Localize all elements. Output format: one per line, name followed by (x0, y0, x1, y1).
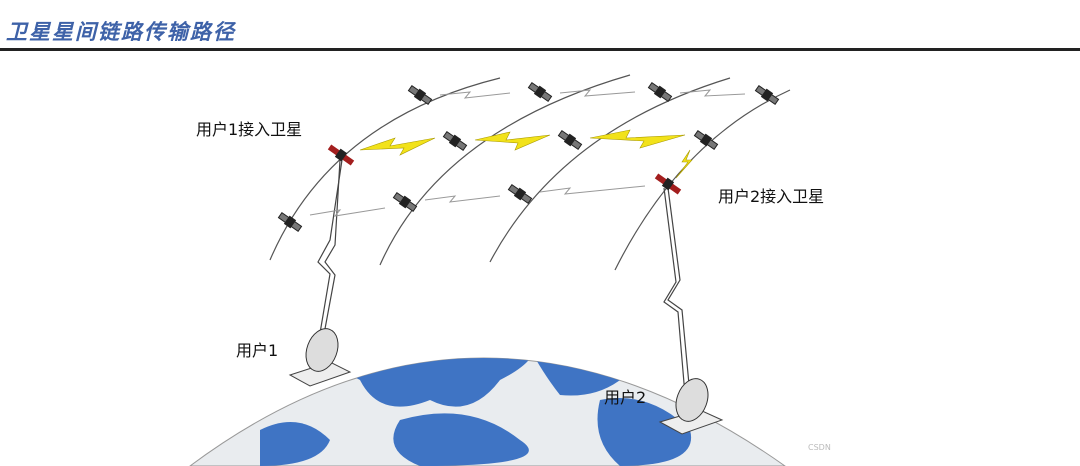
watermark: CSDN (808, 443, 831, 452)
label-user1: 用户1 (236, 341, 279, 360)
diagram-title: 卫星星间链路传输路径 (6, 19, 236, 44)
orbits (269, 74, 791, 271)
label-user1-access-satellite: 用户1接入卫星 (196, 120, 303, 139)
user1-dish (288, 328, 352, 387)
user2-access-satellite (654, 173, 682, 195)
user1-access-satellite (327, 144, 355, 166)
label-user2-access-satellite: 用户2接入卫星 (718, 187, 825, 206)
label-user2: 用户2 (604, 388, 647, 407)
title-underline (0, 48, 1080, 51)
user2-dish (658, 378, 724, 435)
satellites (277, 82, 780, 232)
inactive-links (309, 89, 746, 217)
ground-links (317, 159, 691, 396)
earth (189, 357, 786, 466)
inter-satellite-links (359, 129, 693, 179)
